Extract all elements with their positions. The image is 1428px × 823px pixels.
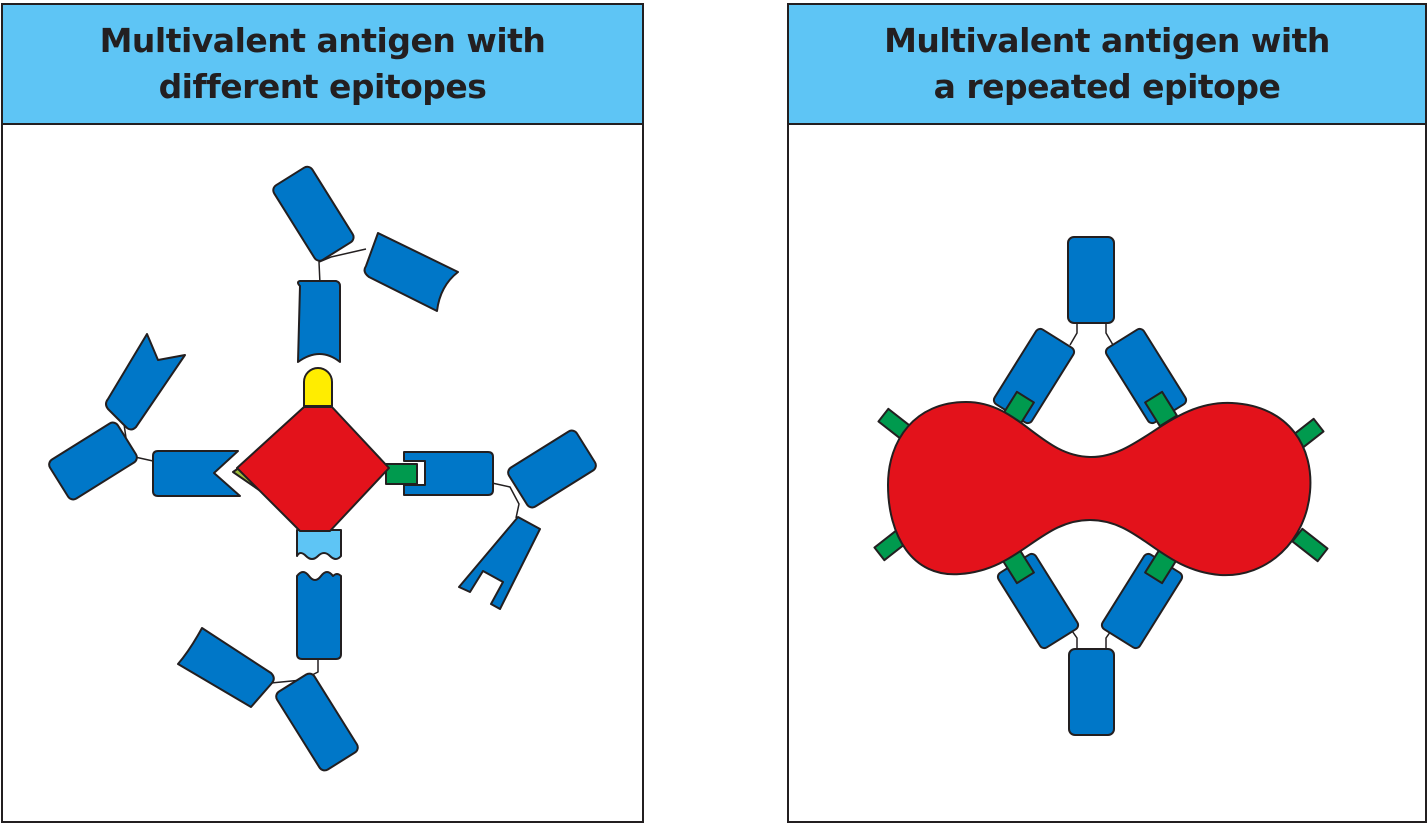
- panel-title: Multivalent antigen with a repeated epit…: [884, 18, 1330, 110]
- fab-arm-free: [177, 627, 275, 708]
- fab-arm-free: [363, 232, 459, 312]
- antibody-left: [48, 333, 241, 501]
- antigen-red-octagon: [236, 406, 390, 532]
- antibody-bottom: [177, 571, 359, 772]
- epitope-green-rect: [385, 463, 418, 485]
- panel-different-epitopes: Multivalent antigen with different epito…: [1, 3, 644, 823]
- epitope-light-blue: [296, 529, 342, 560]
- fab-arm-free: [105, 333, 186, 431]
- epitope-green: [1291, 527, 1329, 563]
- antigen-different-epitopes: [232, 367, 418, 560]
- panel-title-line: different epitopes: [158, 67, 487, 106]
- fc-stem: [1068, 648, 1115, 736]
- antibody-bottom-repeated: [996, 547, 1184, 736]
- panel-title: Multivalent antigen with different epito…: [100, 18, 546, 110]
- hinge: [491, 482, 520, 519]
- fab-arm-bound: [403, 451, 494, 496]
- panel-title-line: a repeated epitope: [933, 67, 1281, 106]
- fab-arm: [275, 672, 359, 772]
- hinge: [318, 248, 367, 285]
- fab-arm-free: [458, 516, 541, 610]
- fc-stem: [1067, 236, 1115, 324]
- panel-title-line: Multivalent antigen with: [99, 21, 546, 60]
- panel-header: Multivalent antigen with a repeated epit…: [789, 5, 1425, 125]
- antigen-red-peanut: [887, 401, 1312, 577]
- fab-arm: [272, 165, 355, 262]
- antibody-top: [272, 165, 459, 363]
- fab-arm-bound: [152, 450, 241, 497]
- antibody-top-repeated: [992, 236, 1188, 428]
- hinge: [1069, 323, 1114, 346]
- fab-arm-bound: [297, 280, 341, 363]
- panel-title-line: Multivalent antigen with: [884, 21, 1330, 60]
- antibody-right: [403, 429, 597, 610]
- fab-arm-bound: [296, 571, 342, 660]
- fab-arm-right: [1104, 327, 1188, 425]
- fab-arm: [48, 421, 138, 501]
- fab-arm: [507, 429, 597, 509]
- epitope-yellow: [303, 367, 333, 407]
- panel-header: Multivalent antigen with different epito…: [3, 5, 642, 125]
